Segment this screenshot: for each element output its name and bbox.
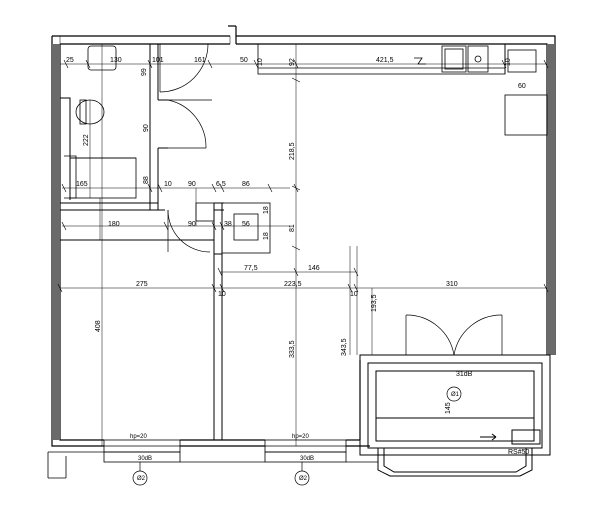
label-hp-2: hp=20	[292, 434, 310, 440]
dim-56: 56	[242, 221, 250, 228]
dim-10e: 10	[350, 291, 358, 298]
dim-18a: 18	[263, 206, 270, 214]
marker-label-2: Ø2	[299, 476, 308, 482]
marker-label-3: Ø1	[451, 392, 460, 398]
section-markers	[132, 386, 462, 486]
dim-99: 99	[141, 68, 148, 76]
right-wall-hatch	[547, 44, 555, 355]
dim-161: 161	[194, 57, 206, 64]
dim-10d: 10	[218, 291, 226, 298]
electrical-symbol	[414, 57, 426, 65]
outer-walls	[51, 25, 556, 447]
dim-10c: 10	[164, 181, 172, 188]
dim-92: 92	[289, 58, 296, 66]
doors	[159, 43, 504, 356]
left-wall-hatch	[52, 44, 60, 440]
dimension-lines	[60, 44, 547, 446]
dim-6-5: 6,5	[216, 181, 226, 188]
dim-90-bottom: 90	[188, 221, 196, 228]
marker-label-1: Ø2	[137, 476, 146, 482]
dim-145: 145	[445, 402, 452, 414]
dim-130: 130	[110, 57, 122, 64]
dim-90-vertical: 90	[143, 124, 150, 132]
label-30db-1: 30dB	[138, 456, 152, 462]
dim-310: 310	[446, 281, 458, 288]
dim-90-horizontal: 90	[188, 181, 196, 188]
label-hp-1: hp=20	[130, 434, 148, 440]
dim-25: 25	[66, 57, 74, 64]
dim-218-5: 218,5	[289, 142, 296, 160]
top-wall-hatch	[59, 35, 231, 45]
dim-10b: 10	[505, 58, 512, 66]
dim-10a: 10	[257, 58, 264, 66]
dim-193-5: 193,5	[371, 294, 378, 312]
dim-333-5: 333,5	[289, 340, 296, 358]
dim-180: 180	[108, 221, 120, 228]
kitchen-counter	[257, 43, 548, 136]
label-rs50: RS#50	[508, 449, 530, 456]
dim-77-5: 77,5	[244, 265, 258, 272]
dim-223-5: 223,5	[284, 281, 302, 288]
label-30db-2: 30dB	[300, 456, 314, 462]
dim-343-5: 343,5	[341, 338, 348, 356]
dim-18b: 18	[263, 232, 270, 240]
dim-86: 86	[242, 181, 250, 188]
balcony	[359, 354, 551, 477]
dim-31db: 31dB	[456, 371, 473, 378]
dim-88: 88	[143, 176, 150, 184]
dim-408: 408	[95, 320, 102, 332]
dim-38: 38	[224, 221, 232, 228]
dim-60: 60	[518, 83, 526, 90]
windows	[47, 439, 378, 479]
dim-146: 146	[308, 265, 320, 272]
interior-walls	[60, 44, 224, 440]
dimension-ticks	[57, 59, 549, 293]
dim-81: 81	[289, 224, 296, 232]
dim-50a: 50	[240, 57, 248, 64]
installation-shaft	[195, 202, 271, 254]
dim-275: 275	[136, 281, 148, 288]
dim-165: 165	[76, 181, 88, 188]
bathroom-fixtures	[64, 45, 137, 199]
dim-421-5: 421,5	[376, 57, 394, 64]
dim-101: 101	[152, 57, 164, 64]
dim-222: 222	[83, 134, 90, 146]
